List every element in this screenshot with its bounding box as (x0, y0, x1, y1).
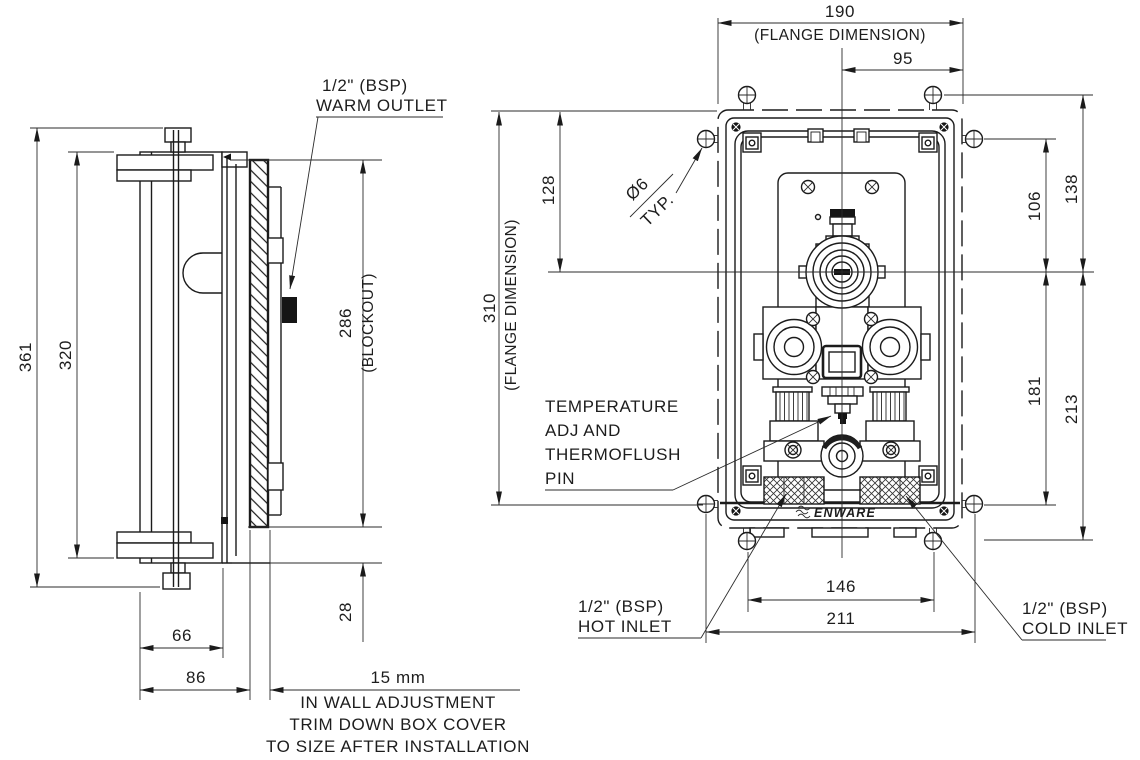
clamp-rod (172, 130, 180, 587)
dimension-flange-height: 310 (FLANGE DIMENSION) (480, 110, 717, 506)
side-notch (182, 252, 222, 294)
box-cover (226, 158, 237, 563)
dim-flange-height-value: 310 (480, 293, 499, 323)
cold-stop-valve (861, 318, 919, 376)
cold-inlet-callout: 1/2" (BSP) COLD INLET (905, 495, 1128, 641)
warm-outlet-leader (289, 116, 319, 290)
dimension-blockout: 286 (BLOCKOUT) (248, 159, 382, 528)
warm-outlet-callout: 1/2" (BSP) WARM OUTLET (289, 76, 448, 290)
warm-outlet-blockout (282, 297, 297, 323)
inwall-body-box (139, 151, 270, 564)
dimension-outlet-to-bottom-screw: 181 (984, 271, 1056, 506)
wall-section-hatch (248, 158, 270, 529)
temp-adj-line3: THERMOFLUSH (545, 445, 681, 464)
warm-outlet-label-line2: WARM OUTLET (316, 96, 448, 115)
hot-stop-valve (765, 318, 823, 376)
dimension-inlet-screw-spacing: 146 (747, 552, 935, 612)
corner-brackets (742, 132, 938, 486)
dim-clamp-height-value: 320 (56, 340, 75, 370)
dim-blockout-note: (BLOCKOUT) (360, 273, 377, 373)
dim-inlet-screw-spacing-value: 146 (826, 577, 856, 596)
dim-outlet-to-bottom-screw-value: 181 (1025, 376, 1044, 406)
mount-screw-side-left-upper (696, 129, 716, 149)
cold-inlet-line1: 1/2" (BSP) (1022, 599, 1108, 618)
mount-screw-bottom-right (923, 531, 943, 551)
dim-overall-depth-value: 86 (186, 668, 206, 687)
dim-outlet-to-bottom-value: 213 (1062, 394, 1081, 424)
front-view: ENWARE 190 (FLANGE DIMENSION) 95 310 (FL… (480, 2, 1128, 643)
dimension-overall-height: 361 (16, 127, 163, 588)
cold-inlet-line2: COLD INLET (1022, 619, 1128, 638)
dimension-top-to-outlet: 128 (539, 111, 690, 273)
dim-blockout-value: 286 (336, 308, 355, 338)
wall-adjustment-note-line2: TRIM DOWN BOX COVER (289, 715, 506, 734)
dim-overall-mount-width-value: 211 (827, 609, 856, 628)
dimension-top-screw-to-outlet: 138 (944, 94, 1093, 273)
top-clips (807, 128, 870, 143)
wall-adjustment-note-line3: TO SIZE AFTER INSTALLATION (266, 737, 530, 756)
plate-screw-left (800, 179, 816, 195)
flange-inner (725, 117, 955, 521)
dim-center-to-edge-value: 95 (893, 49, 913, 68)
hot-inlet-leader (700, 493, 787, 639)
dimension-center-to-edge: 95 (841, 49, 964, 73)
dimension-overall-depth: 86 (139, 530, 271, 700)
hot-inlet-line1: 1/2" (BSP) (578, 597, 664, 616)
mount-screw-top-left (737, 85, 757, 105)
temp-adj-line1: TEMPERATURE (545, 397, 679, 416)
dim-flange-width-value: 190 (825, 2, 855, 21)
dim-overall-height-value: 361 (16, 342, 35, 372)
cold-inlet-strainer (859, 386, 921, 462)
temp-adj-leader (672, 415, 832, 491)
dimension-clamp-height: 320 (56, 151, 114, 559)
dim-flange-height-note: (FLANGE DIMENSION) (503, 219, 520, 391)
hot-inlet-line2: HOT INLET (578, 617, 672, 636)
brand-mark: ENWARE (795, 505, 876, 520)
cover-screw-bottom (221, 517, 228, 524)
dimension-wall-adjustment: 15 mm IN WALL ADJUSTMENT TRIM DOWN BOX C… (266, 668, 530, 756)
dim-wall-adjustment-value: 15 mm (371, 668, 426, 687)
mount-screw-side-right-upper (964, 129, 984, 149)
mount-screw-side-left-lower (696, 494, 716, 514)
mount-screw-top-right (923, 85, 943, 105)
dim-flange-width-note: (FLANGE DIMENSION) (754, 27, 926, 44)
hot-inlet-callout: 1/2" (BSP) HOT INLET (578, 493, 787, 639)
temp-adj-callout: TEMPERATURE ADJ AND THERMOFLUSH PIN (545, 397, 832, 491)
dimension-outlet-to-bottom: 213 (984, 271, 1093, 541)
dim-top-screw-to-outlet-value: 138 (1062, 174, 1081, 204)
hole-callout: Ø6 TYP. (622, 147, 703, 230)
strainer-screw-right (882, 441, 900, 459)
dim-top-to-outlet-value: 128 (539, 175, 558, 205)
temp-adj-line4: PIN (545, 469, 575, 488)
dimension-overall-mount-width: 211 (705, 514, 976, 643)
dim-box-depth-value: 66 (172, 626, 192, 645)
side-view: 361 320 286 (BLOCKOUT) 28 66 (16, 76, 530, 756)
dimension-cover-overhang: 28 (232, 562, 382, 642)
strainer-screw-left (784, 441, 802, 459)
plate-pilot-hole (814, 213, 822, 221)
dimension-side-screw-to-outlet: 106 (984, 138, 1056, 273)
mounting-screws (696, 85, 984, 551)
cold-inlet-leader (905, 495, 1023, 641)
cover-screw-top (223, 153, 382, 161)
temp-adj-line2: ADJ AND (545, 421, 621, 440)
dimension-flange-width: 190 (FLANGE DIMENSION) (717, 2, 964, 104)
dimension-box-depth: 66 (139, 568, 224, 700)
mount-screw-side-right-lower (964, 494, 984, 514)
box-opening (734, 130, 946, 509)
thermoflush-pin (821, 386, 864, 424)
dim-cover-overhang-value: 28 (336, 602, 355, 622)
wall-adjustment-note-line1: IN WALL ADJUSTMENT (300, 693, 496, 712)
cover-front-plate (267, 186, 284, 516)
brand-text: ENWARE (814, 506, 876, 520)
mount-screw-bottom-left (737, 531, 757, 551)
warm-outlet-label-line1: 1/2" (BSP) (322, 76, 408, 95)
bottom-trim-tabs (749, 527, 917, 538)
plate-screw-right (864, 179, 880, 195)
dim-side-screw-to-outlet-value: 106 (1025, 191, 1044, 221)
